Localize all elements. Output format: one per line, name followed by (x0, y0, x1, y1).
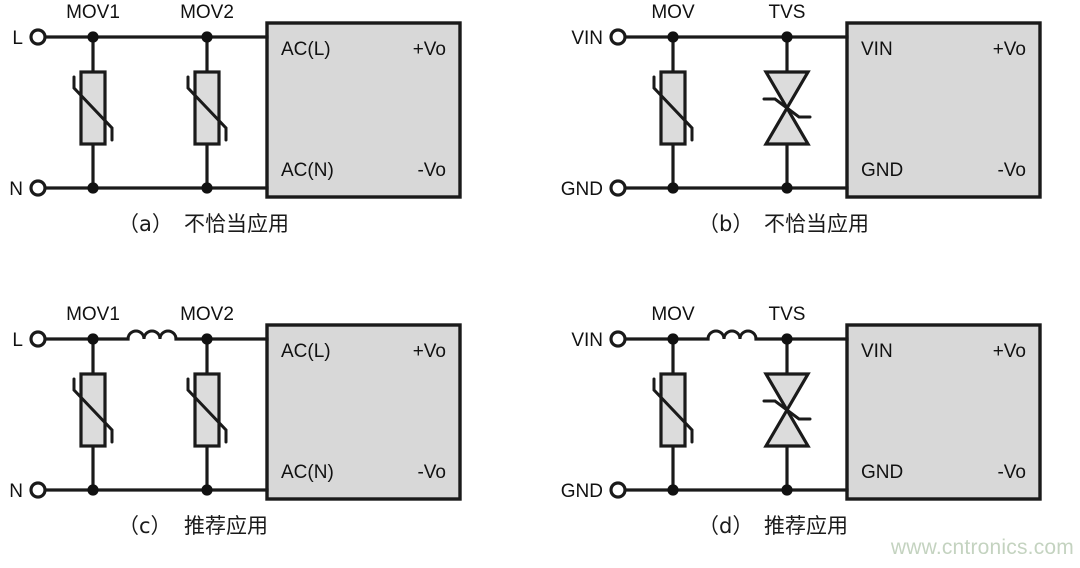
panel-b-tvs-tvs-zener-bar (762, 97, 812, 119)
panel-c-junction-dot-3 (87, 484, 99, 496)
panel-a-terminal-bottom-label: N (9, 179, 23, 200)
panel-d-tvs-tvs-lower-triangle (763, 406, 811, 448)
panel-a-port-bottom-right-label: -Vo (417, 160, 446, 181)
panel-b-terminal-top-label: VIN (571, 28, 603, 49)
panel-a-mov2-varistor-body (193, 70, 221, 146)
panel-c-terminal-bottom-circle[interactable] (29, 481, 47, 499)
panel-b-tvs-label: TVS (769, 2, 806, 23)
panel-b-junction-dot-1 (667, 31, 679, 43)
panel-c-port-top-left-label: AC(L) (281, 341, 331, 362)
panel-d-tvs-tvs-zener-bar (762, 399, 812, 421)
panel-d-terminal-top-label: VIN (571, 330, 603, 351)
panel-d-terminal-top-circle[interactable] (609, 330, 627, 348)
panel-a-terminal-bottom-circle[interactable] (29, 179, 47, 197)
panel-a-port-top-left-label: AC(L) (281, 39, 331, 60)
panel-a-mov2-varistor-slash (186, 75, 228, 142)
panel-b-tvs-tvs-upper-triangle (763, 70, 811, 112)
panel-b-port-bottom-right-label: -Vo (997, 160, 1026, 181)
panel-b-tvs-tvs-lower-triangle (763, 104, 811, 146)
panel-d-junction-dot-1 (667, 333, 679, 345)
panel-d-junction-dot-4 (781, 484, 793, 496)
panel-a-caption-index: （a） (118, 212, 173, 236)
panel-b-terminal-bottom-circle[interactable] (609, 179, 627, 197)
panel-c-mov2-label: MOV2 (180, 304, 234, 325)
panel-a-mov2-label: MOV2 (180, 2, 234, 23)
panel-a-module-box (265, 21, 462, 199)
panel-c-caption-index: （c） (118, 514, 172, 538)
panel-a-mov1-varistor-slash (72, 75, 114, 142)
panel-a-port-bottom-left-label: AC(N) (281, 160, 334, 181)
panel-b-mov-varistor-slash (652, 75, 694, 142)
panel-b-port-top-right-label: +Vo (993, 39, 1026, 60)
panel-d-junction-dot-2 (781, 333, 793, 345)
panel-c-mov2-varistor-slash (186, 377, 228, 444)
panel-d-module-box (845, 323, 1042, 501)
panel-c-port-bottom-left-label: AC(N) (281, 462, 334, 483)
panel-c-terminal-top-label: L (12, 330, 23, 351)
panel-c-mov2-varistor-body (193, 372, 221, 448)
panel-d-mov-varistor-slash (652, 377, 694, 444)
panel-a-junction-dot-4 (201, 182, 213, 194)
panel-a-junction-dot-2 (201, 31, 213, 43)
panel-d-port-top-right-label: +Vo (993, 341, 1026, 362)
panel-b-junction-dot-2 (781, 31, 793, 43)
panel-b-module-box (845, 21, 1042, 199)
panel-b-terminal-bottom-label: GND (561, 179, 603, 200)
panel-a-terminal-top-label: L (12, 28, 23, 49)
panel-b-port-top-left-label: VIN (861, 39, 893, 60)
panel-b-caption-text: 不恰当应用 (764, 212, 869, 236)
panel-d-tvs-tvs-upper-triangle (763, 372, 811, 414)
panel-b-terminal-top-circle[interactable] (609, 28, 627, 46)
panel-c-junction-dot-1 (87, 333, 99, 345)
panel-b-caption-index: （b） (698, 212, 753, 236)
panel-c-module-box (265, 323, 462, 501)
panel-c-terminal-top-circle[interactable] (29, 330, 47, 348)
panel-a-junction-dot-1 (87, 31, 99, 43)
panel-d-port-top-left-label: VIN (861, 341, 893, 362)
panel-c-junction-dot-2 (201, 333, 213, 345)
panel-a-terminal-top-circle[interactable] (29, 28, 47, 46)
panel-a-junction-dot-3 (87, 182, 99, 194)
panel-c-inductor-coil (126, 329, 178, 341)
panel-c-port-bottom-right-label: -Vo (417, 462, 446, 483)
panel-c-junction-dot-4 (201, 484, 213, 496)
panel-b-junction-dot-4 (781, 182, 793, 194)
panel-d-inductor-coil (706, 329, 758, 341)
panel-c-terminal-bottom-label: N (9, 481, 23, 502)
panel-d-mov-label: MOV (651, 304, 695, 325)
panel-c-mov1-label: MOV1 (66, 304, 120, 325)
panel-d-port-bottom-right-label: -Vo (997, 462, 1026, 483)
panel-c-mov1-varistor-slash (72, 377, 114, 444)
panel-d-terminal-bottom-label: GND (561, 481, 603, 502)
panel-c-caption-text: 推荐应用 (184, 514, 268, 538)
panel-c-port-top-right-label: +Vo (413, 341, 446, 362)
panel-b-port-bottom-left-label: GND (861, 160, 903, 181)
panel-b-mov-label: MOV (651, 2, 695, 23)
panel-d-tvs-label: TVS (769, 304, 806, 325)
panel-a-caption-text: 不恰当应用 (184, 212, 289, 236)
panel-d-junction-dot-3 (667, 484, 679, 496)
panel-a-mov1-label: MOV1 (66, 2, 120, 23)
panel-d-caption-text: 推荐应用 (764, 514, 848, 538)
panel-d-terminal-bottom-circle[interactable] (609, 481, 627, 499)
panel-a-port-top-right-label: +Vo (413, 39, 446, 60)
panel-b-junction-dot-3 (667, 182, 679, 194)
panel-d-caption-index: （d） (698, 514, 753, 538)
panel-d-port-bottom-left-label: GND (861, 462, 903, 483)
